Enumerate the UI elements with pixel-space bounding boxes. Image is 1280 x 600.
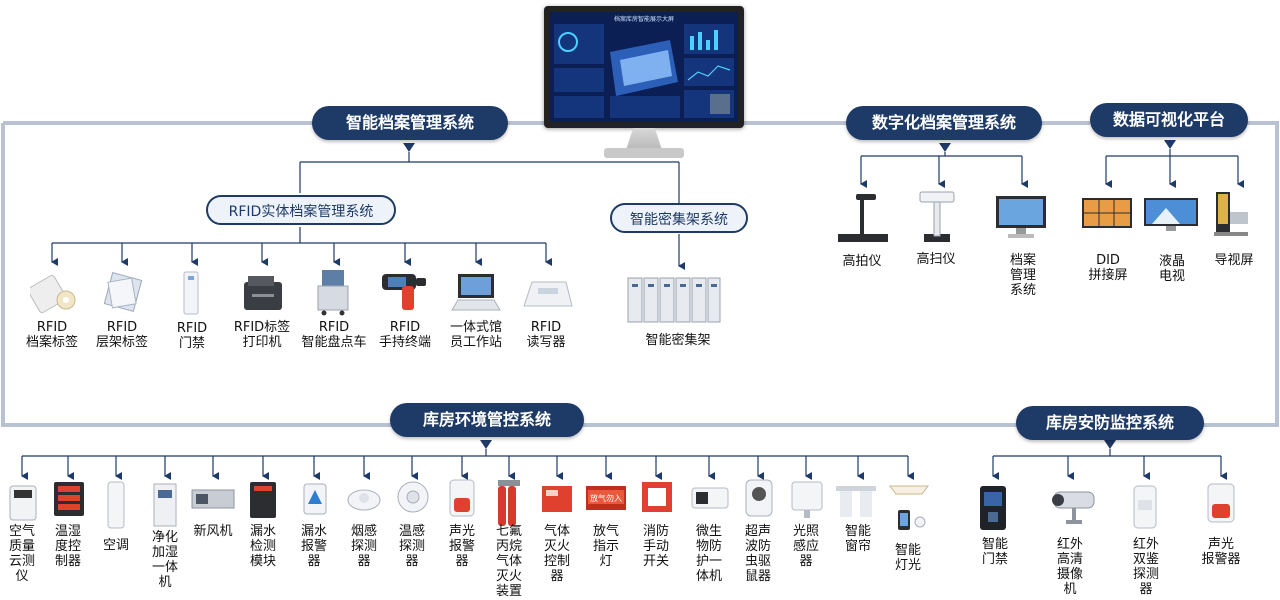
security-siren-icon	[1206, 482, 1236, 528]
dashboard-screen: 档案库房智能展示大屏	[550, 12, 738, 122]
env-control-system-pill: 库房环境管控系统	[390, 403, 584, 437]
env-device-label: 微生物防护一体机	[695, 524, 722, 584]
security-device-label: 智能门禁	[981, 537, 1008, 567]
security-device-label: 红外高清摄像机	[1056, 537, 1083, 597]
manual-switch-icon	[640, 480, 674, 520]
svg-text:放气勿入: 放气勿入	[590, 493, 622, 503]
env-device-label: 智能灯光	[894, 543, 921, 573]
heat-detector-icon	[396, 480, 430, 518]
purifier-icon	[152, 482, 178, 532]
release-light-icon: 放气勿入	[584, 480, 628, 518]
gate-icon	[180, 270, 204, 320]
screen-title: 档案库房智能展示大屏	[613, 16, 674, 23]
light-sensor-icon	[790, 480, 824, 524]
scanner-icon	[914, 190, 960, 248]
env-device-label: 放气指示灯	[592, 524, 619, 569]
camera-icon	[1046, 488, 1100, 532]
env-device-label: 空调	[102, 538, 129, 553]
rfid-device-label: RFID标签打印机	[233, 320, 291, 350]
env-device-label: 光照感应器	[792, 524, 819, 569]
rfid-device-label: 一体式馆员工作站	[449, 320, 502, 350]
document-camera-icon	[836, 190, 890, 248]
shelf-subsystem-pill: 智能密集架系统	[610, 203, 748, 233]
air-quality-icon	[8, 482, 38, 526]
security-device-label: 声光报警器	[1201, 537, 1241, 567]
env-device-label: 消防手动开关	[642, 524, 669, 569]
env-device-label: 温湿度控制器	[54, 524, 81, 569]
shelf-device-label: 智能密集架	[645, 333, 711, 348]
air-conditioner-icon	[106, 480, 128, 534]
access-control-icon	[978, 484, 1008, 536]
tv-icon	[1142, 194, 1200, 238]
thermostat-icon	[52, 480, 86, 524]
tag-pack-icon	[100, 270, 146, 318]
env-device-label: 智能窗帘	[844, 524, 871, 554]
env-device-label: 七氟丙烷气体灭火装置	[495, 524, 522, 599]
video-wall-icon	[1080, 194, 1134, 238]
env-device-label: 温感探测器	[398, 524, 425, 569]
siren-icon	[448, 478, 476, 522]
leak-module-icon	[248, 480, 278, 524]
monitor-base	[604, 148, 684, 158]
fire-control-icon	[540, 484, 574, 518]
digital-archive-system-pill: 数字化档案管理系统	[846, 106, 1042, 140]
dashboard-monitor: 档案库房智能展示大屏	[544, 6, 744, 128]
leak-alarm-icon	[300, 480, 330, 524]
reader-icon	[522, 272, 574, 316]
security-device-label: 红外双鉴探测器	[1132, 537, 1159, 597]
handheld-icon	[380, 268, 430, 316]
cart-icon	[314, 266, 354, 320]
env-device-label: 声光报警器	[448, 524, 475, 569]
env-device-label: 漏水检测模块	[249, 524, 276, 569]
digital-device-label: 档案管理系统	[1009, 253, 1036, 298]
env-device-label: 烟感探测器	[350, 524, 377, 569]
security-system-pill: 库房安防监控系统	[1016, 406, 1204, 440]
smoke-detector-icon	[346, 484, 382, 518]
pir-detector-icon	[1130, 484, 1160, 534]
env-device-label: 漏水报警器	[300, 524, 327, 569]
microbe-icon	[690, 486, 730, 516]
shelf-icon	[624, 270, 724, 330]
env-device-label: 新风机	[193, 524, 233, 539]
smart-archive-system-pill: 智能档案管理系统	[312, 106, 508, 140]
ultrasonic-icon	[744, 478, 774, 522]
monitor-stand	[626, 128, 662, 150]
smart-light-icon	[886, 478, 932, 538]
ventilator-icon	[190, 486, 236, 516]
kiosk-icon	[1210, 190, 1254, 242]
env-device-label: 超声波防虫驱鼠器	[744, 524, 771, 584]
workstation-icon	[450, 270, 502, 318]
printer-icon	[240, 270, 286, 318]
gas-extinguisher-icon	[494, 478, 526, 532]
viz-device-label: 液晶电视	[1158, 254, 1185, 284]
rfid-subsystem-pill: RFID实体档案管理系统	[206, 195, 396, 225]
env-device-label: 空气质量云测仪	[8, 524, 35, 584]
curtain-icon	[834, 484, 878, 524]
digital-device-label: 高扫仪	[916, 252, 956, 267]
env-device-label: 净化加湿一体机	[151, 530, 178, 590]
viz-device-label: 导视屏	[1214, 253, 1254, 268]
monitor-icon	[994, 192, 1048, 244]
digital-device-label: 高拍仪	[842, 254, 882, 269]
tag-roll-icon	[27, 270, 76, 318]
data-viz-platform-pill: 数据可视化平台	[1090, 103, 1248, 137]
env-device-label: 气体灭火控制器	[543, 524, 570, 584]
